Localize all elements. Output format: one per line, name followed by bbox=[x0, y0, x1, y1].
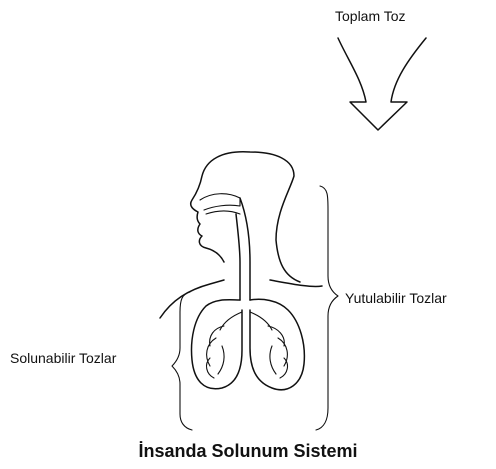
diagram-title: İnsanda Solunum Sistemi bbox=[0, 440, 496, 462]
respirable-dust-label: Solunabilir Tozlar bbox=[10, 350, 116, 366]
inhalable-brace bbox=[316, 186, 338, 430]
head-outline bbox=[191, 152, 300, 300]
inhalable-dust-label: Yutulabilir Tozlar bbox=[345, 290, 447, 306]
lungs bbox=[192, 299, 305, 389]
respirable-bracket bbox=[172, 292, 192, 430]
total-dust-arrow bbox=[338, 38, 426, 130]
total-dust-label: Toplam Toz bbox=[335, 8, 406, 24]
